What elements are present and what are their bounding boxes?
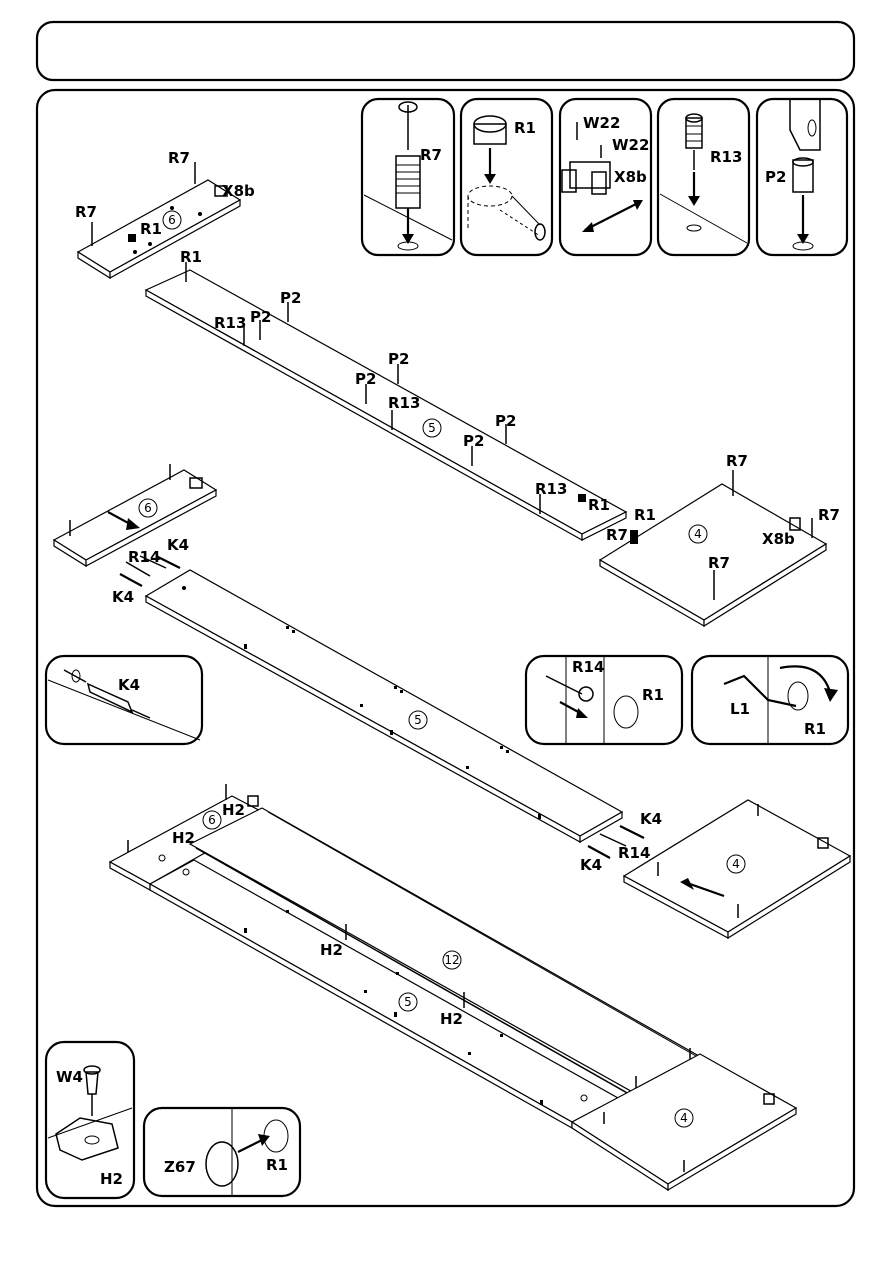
panel-5-top: 5 R1 P2 R13 P2 P2 P2 R13 P2 P2 R13 R1 [144, 248, 628, 542]
part-12: 12 [444, 953, 459, 967]
part-5-b: 5 [414, 713, 422, 727]
label-h2-a: H2 [222, 801, 245, 819]
label-r7-a: R7 [168, 149, 190, 167]
label-k4-a: K4 [167, 536, 189, 554]
detail-p2: P2 [755, 97, 849, 257]
label-r1: R1 [514, 119, 536, 137]
label-p2-a: P2 [280, 289, 301, 307]
label-w22-b: W22 [612, 136, 649, 154]
label-r1-a: R1 [140, 220, 162, 238]
label-p2-c: P2 [388, 350, 409, 368]
label-w22-a: W22 [583, 114, 620, 132]
part-4-c: 4 [680, 1111, 688, 1125]
part-6-a: 6 [168, 213, 176, 227]
label-r1-detail-c: R1 [804, 720, 826, 738]
label-p2-e: P2 [495, 412, 516, 430]
label-r14-a: R14 [128, 548, 160, 566]
detail-r7: R7 [360, 97, 456, 257]
label-p2-detail: P2 [765, 168, 786, 186]
label-p2-b: P2 [250, 308, 271, 326]
label-h2-b: H2 [172, 829, 195, 847]
label-r1-b: R1 [180, 248, 202, 266]
panel-6-bottom: 6 H2 H2 [108, 784, 272, 892]
label-k4-d: K4 [580, 856, 602, 874]
detail-k4: K4 [44, 654, 204, 746]
panel-6-top: 6 R7 R7 R1 X8b [75, 149, 255, 280]
detail-w4: W4 H2 [44, 1040, 136, 1200]
label-x8b-a: X8b [222, 182, 255, 200]
label-r1-detail-d: R1 [266, 1156, 288, 1174]
detail-l1: L1 R1 [690, 654, 850, 746]
label-h2-c: H2 [320, 941, 343, 959]
detail-r14: R14 R1 [524, 654, 684, 746]
detail-r13: R13 [656, 97, 751, 257]
part-5-a: 5 [428, 421, 436, 435]
main-frame [35, 88, 856, 1208]
label-k4-detail: K4 [118, 676, 140, 694]
label-r7-c: R7 [726, 452, 748, 470]
label-r13-b: R13 [388, 394, 420, 412]
label-h2-d: H2 [440, 1010, 463, 1028]
detail-z67: Z67 R1 [142, 1106, 302, 1198]
part-5-c: 5 [404, 995, 412, 1009]
label-r13-a: R13 [214, 314, 246, 332]
panel-4-bottom: 4 [570, 1053, 798, 1192]
panel-4-mid: 4 [622, 799, 852, 940]
label-r1-d: R1 [634, 506, 656, 524]
label-x8b-detail: X8b [614, 168, 647, 186]
label-p2-d: P2 [355, 370, 376, 388]
label-r7-e: R7 [818, 506, 840, 524]
label-r13-detail: R13 [710, 148, 742, 166]
detail-x8b: W22 W22 X8b [558, 97, 653, 257]
panel-6-mid: 6 [52, 464, 218, 568]
label-r7-d: R7 [606, 526, 628, 544]
panel-4-top: 4 R7 R1 R7 R7 X8b R7 [598, 452, 840, 628]
part-4-b: 4 [732, 857, 740, 871]
part-6-c: 6 [208, 813, 216, 827]
label-r13-c: R13 [535, 480, 567, 498]
label-k4-c: K4 [640, 810, 662, 828]
dowels-right-mid: K4 R14 K4 [580, 810, 662, 874]
detail-r1: R1 [459, 97, 554, 257]
label-z67: Z67 [164, 1158, 196, 1176]
dowels-left-mid: R14 K4 K4 [112, 536, 189, 606]
panel-5-mid: 5 [144, 569, 624, 844]
label-r1-detail-b: R1 [642, 686, 664, 704]
label-h2-detail: H2 [100, 1170, 123, 1188]
label-x8b-b: X8b [762, 530, 795, 548]
label-r14-detail: R14 [572, 658, 604, 676]
header-frame [35, 20, 856, 82]
label-l1: L1 [730, 700, 750, 718]
label-p2-f: P2 [463, 432, 484, 450]
part-4-a: 4 [694, 527, 702, 541]
label-r7: R7 [420, 146, 442, 164]
label-r7-b: R7 [75, 203, 97, 221]
label-r1-c: R1 [588, 496, 610, 514]
part-6-b: 6 [144, 501, 152, 515]
label-r14-b: R14 [618, 844, 650, 862]
label-r7-f: R7 [708, 554, 730, 572]
label-w4: W4 [56, 1068, 83, 1086]
label-k4-b: K4 [112, 588, 134, 606]
